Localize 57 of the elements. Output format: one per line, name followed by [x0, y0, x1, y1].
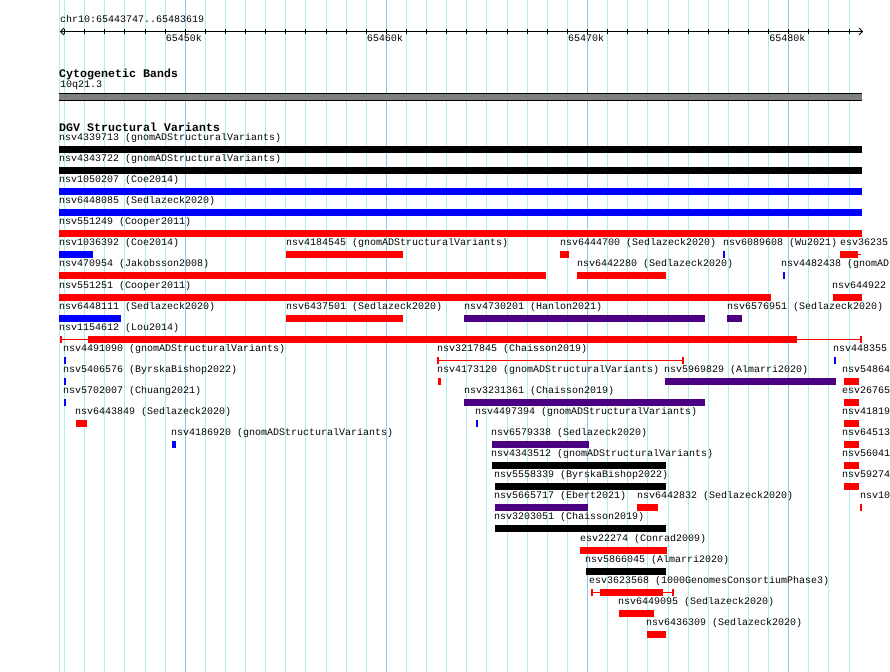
variant-label: nsv6579338 (Sedlazeck2020) — [491, 428, 648, 440]
tick-label: 65480k — [769, 34, 806, 46]
variant-label: esv22274 (Conrad2009) — [580, 534, 706, 546]
variant-label: nsv1154612 (Lou2014) — [59, 323, 180, 335]
variant-label: nsv4491090 (gnomADStructuralVariants) — [63, 344, 286, 356]
variant-label: nsv4173120 (gnomADStructuralVariants) — [437, 365, 660, 377]
variant-label: nsv5969829 (Almarri2020) — [664, 365, 808, 377]
variant-label: nsv6576951 (Sedlazeck2020) — [727, 302, 884, 314]
variant-label: nsv4339713 (gnomADStructuralVariants) — [59, 133, 282, 145]
variant-label: nsv3203051 (Chaisson2019) — [494, 512, 644, 524]
variant-label: nsv4343722 (gnomADStructuralVariants) — [59, 154, 282, 166]
variant-label: nsv6449095 (Sedlazeck2020) — [618, 597, 774, 609]
tick-label: 65470k — [568, 34, 604, 46]
variant-label: nsv56041 — [842, 449, 890, 461]
variant-label: esv36235 — [840, 238, 888, 250]
band-label: 10q21.3 — [60, 80, 102, 92]
variant-label: nsv59274 — [842, 470, 890, 482]
variant-label: nsv6443849 (Sedlazeck2020) — [75, 407, 232, 419]
variant-label: nsv6448085 (Sedlazeck2020) — [59, 196, 216, 208]
track-title: Cytogenetic Bands — [59, 68, 178, 80]
variant-label: nsv5406576 (ByrskaBishop2022) — [63, 365, 238, 377]
variant-label: nsv644922 — [832, 281, 886, 293]
variant-label: nsv4730201 (Hanlon2021) — [464, 302, 602, 314]
tick-label: 65450k — [166, 34, 202, 46]
variant-label: nsv5866045 (Almarri2020) — [585, 555, 730, 567]
track-title: DGV Structural Variants — [59, 122, 220, 134]
variant-label: esv3623568 (1000GenomesConsortiumPhase3) — [589, 576, 830, 588]
variant-label: nsv10 — [860, 491, 890, 503]
variant-label: nsv3217845 (Chaisson2019) — [437, 344, 588, 356]
variant-label: nsv6089608 (Wu2021) — [723, 238, 838, 250]
variant-label: nsv4482438 (gnomAD — [781, 259, 890, 271]
variant-label: nsv5558339 (ByrskaBishop2022) — [494, 470, 668, 482]
variant-label: nsv1050207 (Coe2014) — [59, 175, 180, 187]
variant-label: nsv470954 (Jakobsson2008) — [59, 259, 210, 271]
variant-label: nsv6448111 (Sedlazeck2020) — [59, 302, 216, 314]
tick-label: 65460k — [366, 34, 403, 46]
variant-label: nsv54864 — [842, 365, 890, 377]
location-label: chr10:65443747..65483619 — [60, 15, 204, 27]
variant-label: nsv448355 — [833, 344, 888, 356]
variant-label: nsv64513 — [842, 428, 890, 440]
variant-label: nsv4184545 (gnomADStructuralVariants) — [286, 238, 508, 250]
variant-label: nsv6442280 (Sedlazeck2020) — [577, 259, 734, 271]
variant-label: nsv3231361 (Chaisson2019) — [464, 386, 614, 398]
variant-label: nsv551249 (Cooper2011) — [59, 217, 192, 229]
variant-label: esv26765 — [842, 386, 890, 398]
variant-label: nsv4186920 (gnomADStructuralVariants) — [171, 428, 394, 440]
variant-label: nsv4343512 (gnomADStructuralVariants) — [491, 449, 714, 461]
variant-label: nsv6437501 (Sedlazeck2020) — [286, 302, 442, 314]
variant-label: nsv4497394 (gnomADStructuralVariants) — [475, 407, 698, 419]
variant-label: nsv1036392 (Coe2014) — [59, 238, 180, 250]
variant-label: nsv6436309 (Sedlazeck2020) — [646, 618, 802, 630]
variant-label: nsv5702007 (Chuang2021) — [63, 386, 202, 398]
variant-label: nsv6442832 (Sedlazeck2020) — [637, 491, 794, 503]
variant-label: nsv41819 — [842, 407, 890, 419]
variant-label: nsv6444700 (Sedlazeck2020) — [560, 238, 716, 250]
variant-label: nsv5665717 (Ebert2021) — [494, 491, 626, 503]
variant-label: nsv551251 (Cooper2011) — [59, 281, 192, 293]
